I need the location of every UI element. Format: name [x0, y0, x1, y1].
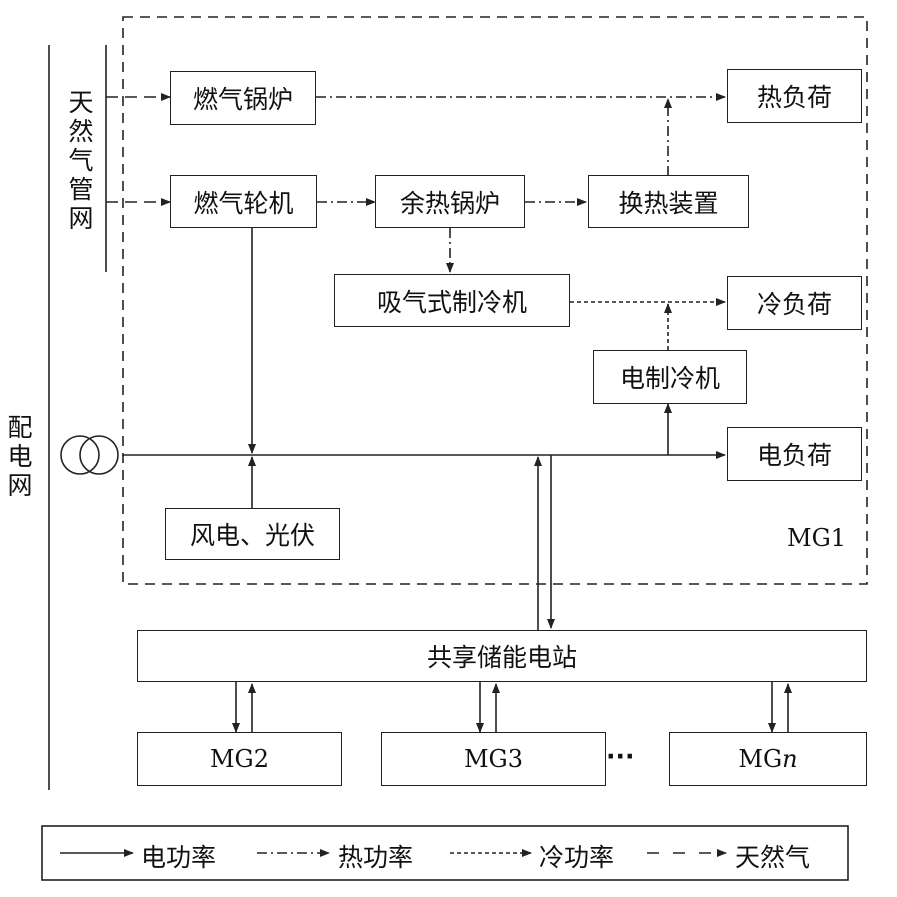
legend-frame: [41, 825, 849, 881]
mg1-boundary: [122, 16, 868, 585]
mg1-label: MG1: [787, 524, 847, 552]
distribution-grid-label: 配电网: [7, 413, 33, 500]
gas-turbine-box: 燃气轮机: [170, 175, 317, 228]
heat-exchanger-label: 换热装置: [618, 188, 719, 218]
shared-storage-box: 共享储能电站: [137, 630, 867, 682]
legend-electric-text: 电功率: [141, 843, 217, 872]
gas-turbine-label: 燃气轮机: [193, 188, 294, 218]
mg2-box: MG2: [137, 732, 342, 786]
mgn-label: MGn: [738, 745, 797, 773]
heat-exchanger-box: 换热装置: [588, 175, 749, 228]
electric-load-label: 电负荷: [756, 441, 832, 470]
legend-gas-text: 天然气: [735, 843, 811, 872]
waste-heat-boiler-label: 余热锅炉: [399, 188, 500, 218]
electric-chiller-box: 电制冷机: [593, 350, 747, 404]
absorption-chiller-label: 吸气式制冷机: [376, 287, 527, 317]
mgn-label-suffix: n: [782, 745, 798, 773]
mgn-box: MGn: [669, 732, 867, 786]
shared-storage-label: 共享储能电站: [426, 643, 577, 672]
legend-cooling-text: 冷功率: [539, 843, 615, 872]
mg2-label: MG2: [209, 745, 269, 773]
absorption-chiller-box: 吸气式制冷机: [334, 274, 570, 327]
legend-heat-text: 热功率: [338, 843, 414, 872]
heat-load-label: 热负荷: [756, 83, 832, 112]
waste-heat-boiler-box: 余热锅炉: [375, 175, 525, 228]
mg3-label: MG3: [463, 745, 523, 773]
electric-load-box: 电负荷: [727, 427, 862, 481]
gas-network-label: 天然气管网: [68, 88, 94, 233]
heat-load-box: 热负荷: [727, 69, 862, 123]
gas-boiler-box: 燃气锅炉: [170, 71, 316, 125]
transformer-left-circle: [60, 435, 100, 475]
cooling-load-label: 冷负荷: [756, 290, 832, 319]
wind-pv-box: 风电、光伏: [165, 508, 340, 560]
electric-chiller-label: 电制冷机: [619, 364, 720, 393]
wind-pv-label: 风电、光伏: [189, 521, 315, 550]
gas-boiler-label: 燃气锅炉: [192, 85, 293, 114]
ellipsis-label: ···: [606, 742, 635, 771]
mg3-box: MG3: [381, 732, 606, 786]
transformer-right-circle: [79, 435, 119, 475]
mgn-label-prefix: MG: [738, 745, 783, 773]
cooling-load-box: 冷负荷: [727, 276, 862, 330]
